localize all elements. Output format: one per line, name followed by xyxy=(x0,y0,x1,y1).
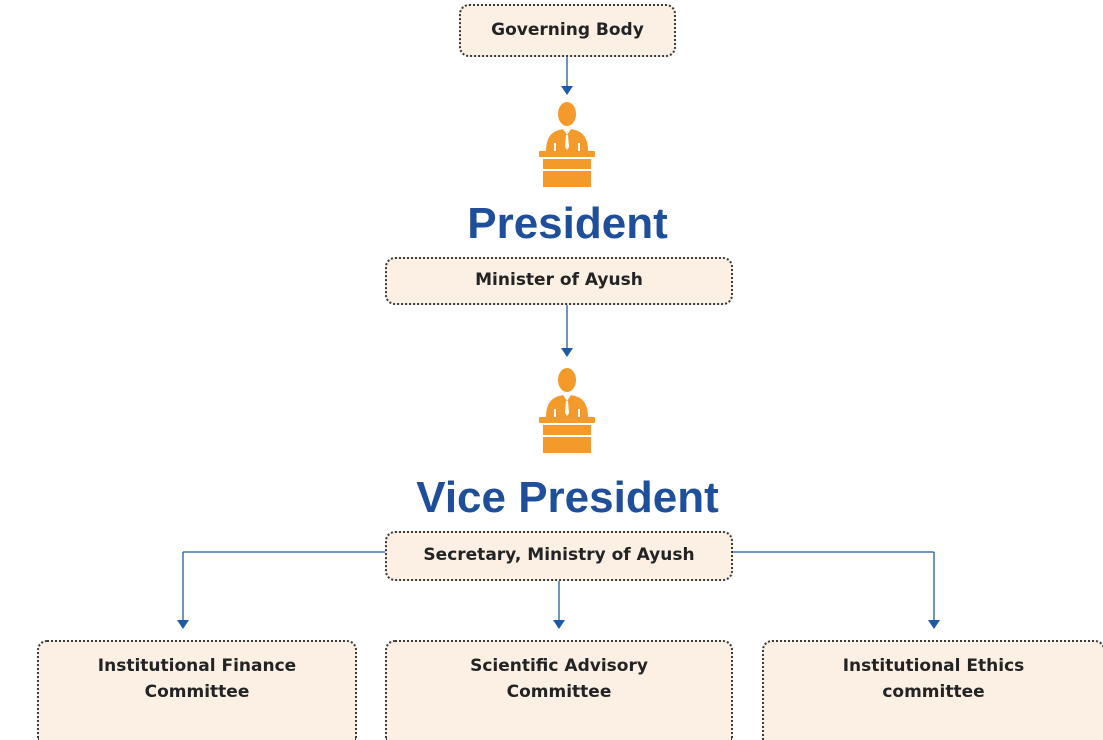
committee-label-line1: Institutional Finance xyxy=(97,656,297,676)
arrowhead-to-ethics xyxy=(928,620,940,629)
governing-body-label: Governing Body xyxy=(491,19,644,40)
arrowhead-to-finance xyxy=(177,620,189,629)
committee-label-line2: Committee xyxy=(144,681,250,702)
arrowhead-to-advisory xyxy=(553,620,565,629)
speaker-at-podium-icon xyxy=(539,368,595,453)
committee-label: Institutional Finance Committee xyxy=(98,654,296,705)
org-chart: Governing Body President Minister of Ayu… xyxy=(37,4,1103,740)
committee-label-line2: Committee xyxy=(506,681,612,702)
committee-box-ethics: Institutional Ethics committee xyxy=(762,640,1103,740)
committee-box-finance: Institutional Finance Committee xyxy=(37,640,357,740)
president-title: President xyxy=(467,199,668,248)
vice-president-holder-label: Secretary, Ministry of Ayush xyxy=(423,545,695,566)
governing-body-box: Governing Body xyxy=(459,4,676,57)
president-holder-box: Minister of Ayush xyxy=(385,257,733,305)
arrowhead-to-president-icon xyxy=(561,86,573,95)
speaker-at-podium-icon xyxy=(539,102,595,187)
vice-president-holder-box: Secretary, Ministry of Ayush xyxy=(385,531,733,581)
connector-lines xyxy=(177,57,940,629)
committee-label: Scientific Advisory Committee xyxy=(470,654,648,705)
committee-box-advisory: Scientific Advisory Committee xyxy=(385,640,733,740)
committee-label-line2: committee xyxy=(882,681,985,702)
committee-label-line1: Scientific Advisory xyxy=(470,656,648,676)
vice-president-title: Vice President xyxy=(416,473,719,522)
president-holder-label: Minister of Ayush xyxy=(475,270,643,291)
arrowhead-to-vp-icon xyxy=(561,348,573,357)
committee-label: Institutional Ethics committee xyxy=(843,654,1025,705)
committee-label-line1: Institutional Ethics xyxy=(842,656,1025,676)
